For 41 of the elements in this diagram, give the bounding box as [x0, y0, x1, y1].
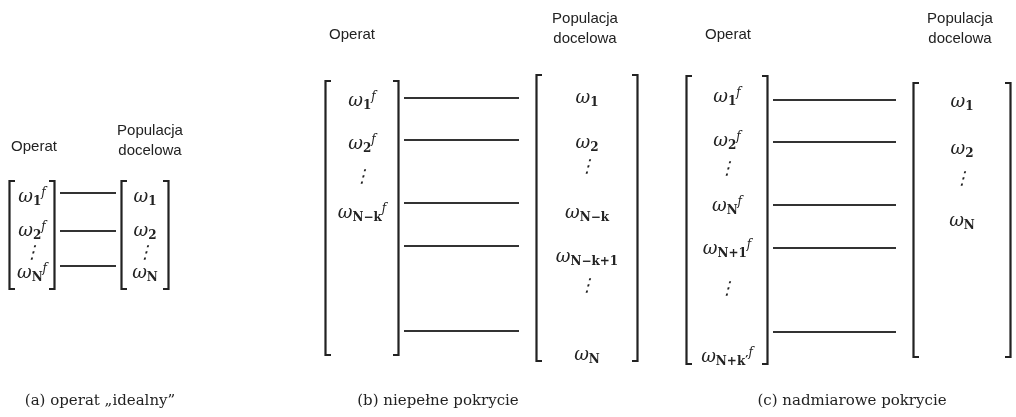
vector-element: ω$_{1}$ [133, 185, 157, 207]
vector-element: ω$_{1}$ [575, 86, 599, 108]
vector-element: ⋮ [718, 277, 736, 299]
vector-element: ω$_{2}$ [575, 131, 599, 153]
column-heading: Operat [10, 136, 58, 156]
panel-caption: (c) nadmiarowe pokrycie [757, 389, 947, 411]
panel-caption: (a) operat „idealny” [24, 389, 176, 411]
column-heading: Operat [328, 24, 376, 44]
vector-element: ω$_{N}$ [132, 261, 158, 283]
vector-element: ω$_{N}$ [574, 343, 600, 365]
column-heading: Populacja docelowa [116, 120, 184, 160]
vector-element: ⋮ [23, 241, 41, 263]
vector-element: ⋮ [353, 165, 371, 187]
connector-line [772, 247, 897, 249]
vector-element: ω$_{N−k+1}$ [555, 245, 619, 267]
column-heading: Populacja docelowa [551, 8, 619, 48]
connector-line [772, 204, 897, 206]
connector-line [59, 265, 117, 267]
connector-line [403, 202, 520, 204]
connector-line [772, 141, 897, 143]
column-heading: Populacja docelowa [926, 8, 994, 48]
vector-element: ⋮ [718, 157, 736, 179]
vector-element: ⋮ [578, 274, 596, 296]
vector-element: ω$_{2}$ [950, 137, 974, 159]
connector-line [59, 230, 117, 232]
panel-caption: (b) niepełne pokrycie [357, 389, 519, 411]
vector-element: ⋮ [578, 155, 596, 177]
connector-line [403, 139, 520, 141]
vector-element: ω$_{N−k}$ [565, 201, 609, 223]
connector-line [772, 331, 897, 333]
connector-line [403, 245, 520, 247]
column-heading: Operat [704, 24, 752, 44]
connector-line [59, 192, 117, 194]
vector-element: ω$_{2}$ [133, 219, 157, 241]
vector-element: ⋮ [136, 241, 154, 263]
vector-element: ω$_{N}$ [949, 209, 975, 231]
connector-line [403, 97, 520, 99]
connector-line [403, 330, 520, 332]
connector-line [772, 99, 897, 101]
vector-element: ⋮ [953, 167, 971, 189]
vector-element: ω$_{1}$ [950, 90, 974, 112]
